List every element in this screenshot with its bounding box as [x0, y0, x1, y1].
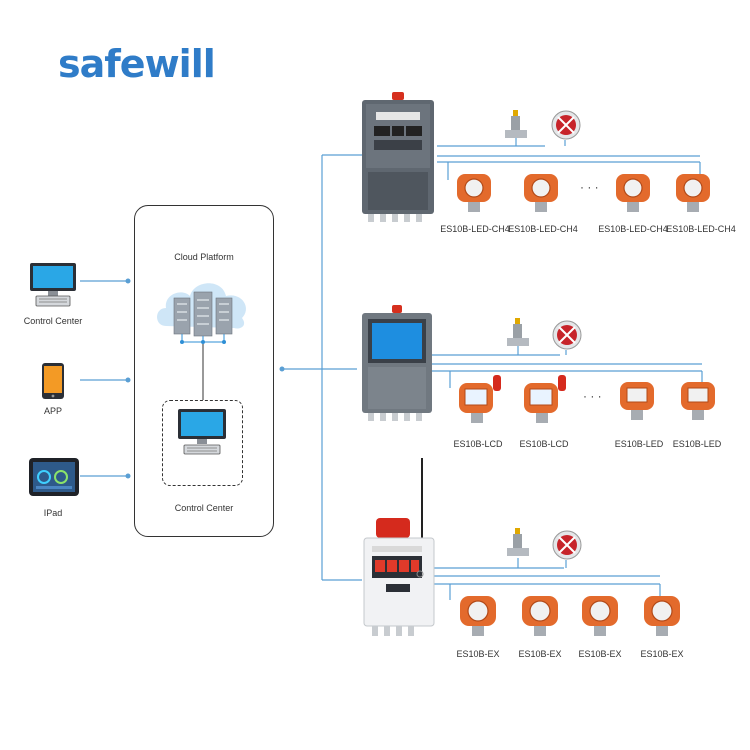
smartphone-icon — [41, 362, 65, 405]
gas-detector-icon — [618, 380, 656, 429]
exhaust-fan-icon — [552, 320, 582, 355]
gas-detector-icon — [580, 594, 620, 645]
left-client-label: IPad — [43, 508, 63, 518]
gas-detector-icon — [614, 172, 652, 221]
control-center-label: Control Center — [174, 503, 234, 513]
detector-label: ES10B-LED-CH4 — [666, 224, 736, 234]
detector-label: ES10B-LCD — [519, 439, 569, 449]
brand-logo: safewill — [58, 42, 216, 86]
solenoid-valve-icon — [506, 528, 530, 565]
gas-controller-panel-icon — [360, 92, 438, 229]
solenoid-valve-icon — [506, 318, 530, 355]
gas-controller-lcd-panel-icon — [360, 305, 434, 428]
detector-label: ES10B-EX — [578, 649, 622, 659]
detector-label: ES10B-EX — [640, 649, 684, 659]
desktop-monitor-icon — [28, 262, 78, 313]
gas-detector-alarm-icon — [522, 375, 570, 430]
gas-detector-icon — [522, 172, 560, 221]
detector-label: ES10B-LCD — [453, 439, 503, 449]
detector-label: ES10B-EX — [456, 649, 500, 659]
detector-label: ES10B-LED-CH4 — [440, 224, 510, 234]
gas-detector-icon — [458, 594, 498, 645]
gas-detector-icon — [674, 172, 712, 221]
detector-label: ES10B-EX — [518, 649, 562, 659]
left-client-label: Control Center — [23, 316, 83, 326]
desktop-monitor-icon — [176, 408, 228, 461]
gas-detector-icon — [642, 594, 682, 645]
more-devices-ellipsis: · · · — [580, 180, 599, 194]
gas-detector-icon — [455, 172, 493, 221]
cloud-platform-box — [134, 205, 274, 537]
cloud-server-icon — [152, 268, 256, 357]
more-devices-ellipsis: · · · — [583, 389, 602, 403]
detector-label: ES10B-LED-CH4 — [598, 224, 668, 234]
control-center-dashed-box — [162, 400, 243, 486]
gas-detector-icon — [520, 594, 560, 645]
gas-detector-icon — [679, 380, 717, 429]
detector-label: ES10B-LED-CH4 — [508, 224, 578, 234]
gas-controller-wireless-panel-icon — [362, 458, 436, 643]
left-client-label: APP — [43, 406, 62, 416]
solenoid-valve-icon — [504, 110, 528, 147]
cloud-platform-label: Cloud Platform — [174, 252, 234, 262]
exhaust-fan-icon — [552, 530, 582, 565]
detector-label: ES10B-LED — [614, 439, 664, 449]
detector-label: ES10B-LED — [672, 439, 722, 449]
tablet-icon — [28, 457, 80, 502]
gas-detector-alarm-icon — [457, 375, 505, 430]
exhaust-fan-icon — [551, 110, 581, 145]
